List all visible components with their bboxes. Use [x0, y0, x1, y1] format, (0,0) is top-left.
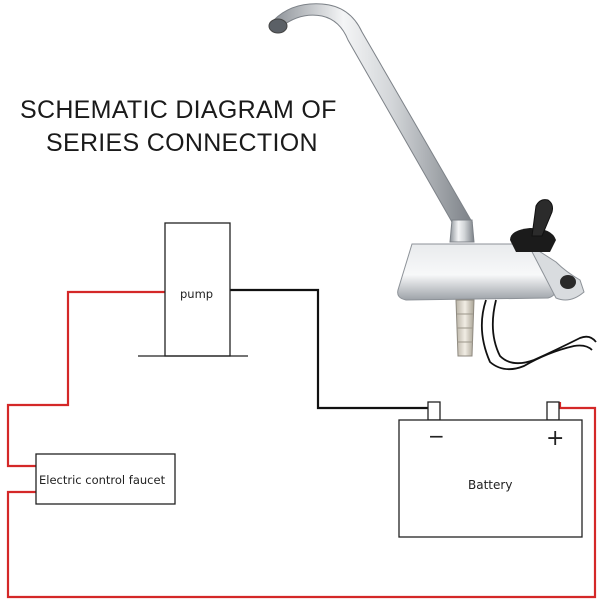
pump-box: [164, 222, 231, 357]
wire-pump-to-faucet: [6, 290, 166, 468]
faucet-box: [35, 453, 176, 505]
faucet-label: Electric control faucet: [39, 473, 166, 487]
battery-block: − + Battery: [398, 401, 583, 538]
battery-label: Battery: [468, 478, 512, 492]
pump-label: pump: [180, 287, 213, 301]
battery-positive-symbol: +: [546, 426, 564, 451]
wire-faucet-to-battery-positive: [6, 402, 597, 599]
diagram-title-line-2: SERIES CONNECTION: [46, 129, 318, 157]
battery-box: [398, 419, 583, 538]
battery-positive-terminal: [546, 401, 560, 421]
faucet-block: Electric control faucet: [35, 453, 176, 505]
battery-negative-symbol: −: [428, 424, 445, 448]
battery-negative-terminal: [427, 401, 441, 421]
diagram-title-line-1: SCHEMATIC DIAGRAM OF: [20, 96, 337, 124]
electric-faucet-icon: [268, 3, 597, 371]
wire-pump-to-battery-negative: [230, 288, 436, 410]
pump-block: pump: [138, 222, 248, 357]
